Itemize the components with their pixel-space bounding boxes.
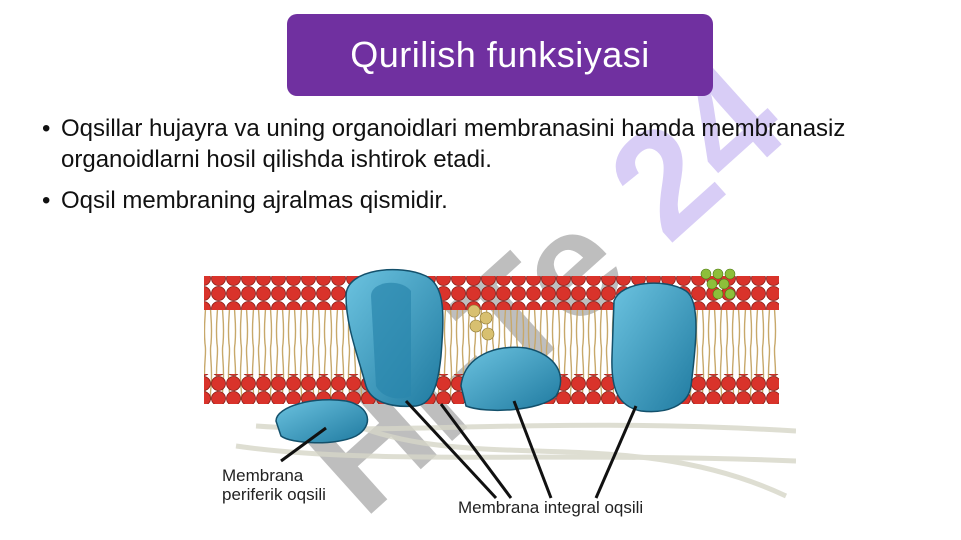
integral-protein-label: Membrana integral oqsili xyxy=(458,498,644,517)
bullet-item: • Oqsil membraning ajralmas qismidir. xyxy=(42,185,922,216)
peripheral-label-line2: periferik oqsili xyxy=(222,485,326,504)
bullet-list: • Oqsillar hujayra va uning organoidlari… xyxy=(42,113,922,226)
slide-title: Qurilish funksiyasi xyxy=(350,34,650,75)
membrane-diagram-image xyxy=(204,268,797,500)
title-box: Qurilish funksiyasi xyxy=(287,14,713,96)
bullet-item: • Oqsillar hujayra va uning organoidlari… xyxy=(42,113,922,175)
bullet-text: Oqsillar hujayra va uning organoidlari m… xyxy=(61,115,846,173)
membrane-illustration: Membrana periferik oqsili Membrana integ… xyxy=(196,256,797,518)
bullet-dot-icon: • xyxy=(42,187,51,214)
bullet-text: Oqsil membraning ajralmas qismidir. xyxy=(61,187,448,214)
peripheral-protein-label: Membrana periferik oqsili xyxy=(222,466,326,504)
bullet-dot-icon: • xyxy=(42,115,51,142)
peripheral-label-line1: Membrana xyxy=(222,466,304,485)
